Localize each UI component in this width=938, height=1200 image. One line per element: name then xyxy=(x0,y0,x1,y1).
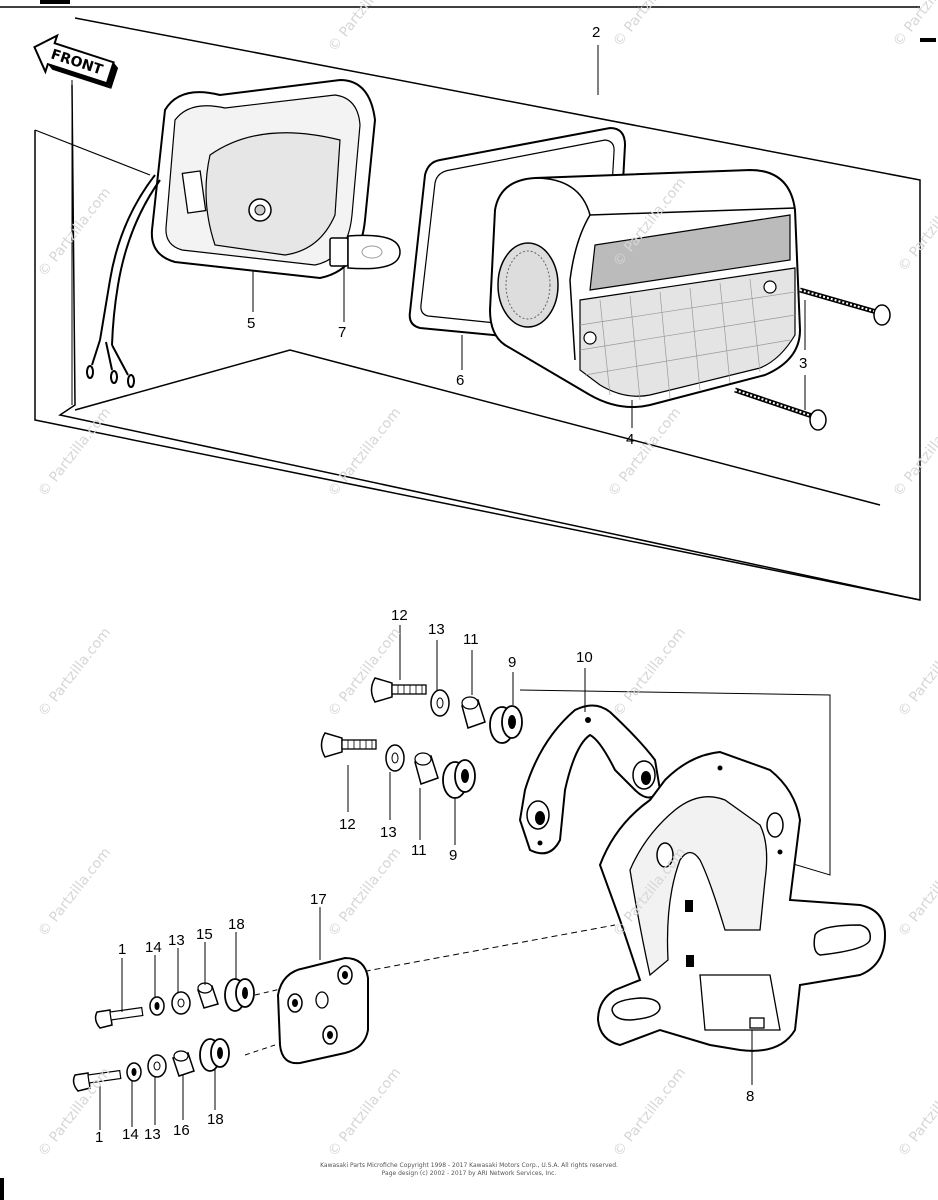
callout-12-lower: 12 xyxy=(339,816,356,833)
washer-14-lower xyxy=(126,1062,142,1082)
callout-9-upper: 9 xyxy=(508,654,517,671)
callout-16: 16 xyxy=(173,1122,190,1139)
bolt-1-lower xyxy=(72,1069,122,1092)
leader-lines-lower xyxy=(99,625,753,1130)
grommet-9-upper xyxy=(489,705,523,744)
washer-13d xyxy=(147,1054,167,1078)
grommet-18-lower xyxy=(199,1038,230,1072)
bolt-1-upper xyxy=(94,1006,144,1029)
edge-mark-left xyxy=(0,1178,4,1200)
front-arrow-icon xyxy=(33,33,119,89)
callout-7: 7 xyxy=(338,324,347,341)
grommet-18-upper xyxy=(224,978,255,1012)
callout-11-upper: 11 xyxy=(463,631,479,648)
callout-4: 4 xyxy=(626,431,635,448)
bolt-12-upper xyxy=(370,677,427,703)
washer-13-lower xyxy=(385,744,405,772)
bulb xyxy=(329,234,401,270)
edge-mark xyxy=(920,38,936,42)
license-bracket xyxy=(596,750,887,1052)
callout-13-upper: 13 xyxy=(428,621,445,638)
lamp-base-housing xyxy=(150,78,377,280)
callout-2: 2 xyxy=(592,24,601,41)
collar-11-upper xyxy=(461,696,486,729)
callout-13-c: 13 xyxy=(168,932,185,949)
assembly-frame-mid xyxy=(74,349,881,506)
washer-13-upper xyxy=(430,689,450,717)
grommet-9-lower xyxy=(442,759,476,799)
callout-15: 15 xyxy=(196,926,213,943)
collar-11-lower xyxy=(414,752,439,785)
callout-1-upper: 1 xyxy=(118,941,127,958)
assembly-frame-lower-line xyxy=(34,130,921,601)
assembly-frame-upper xyxy=(58,17,921,601)
callout-3: 3 xyxy=(799,355,808,372)
lamp-wires xyxy=(86,174,161,388)
callout-13-d: 13 xyxy=(144,1126,161,1143)
callout-9-lower: 9 xyxy=(449,847,458,864)
lens-screw-upper xyxy=(799,287,891,326)
footer-page-design: Page design (c) 2002 - 2017 by ARI Netwo… xyxy=(381,1170,557,1177)
callout-14-upper: 14 xyxy=(145,939,162,956)
collar-15 xyxy=(197,982,219,1009)
callout-14-lower: 14 xyxy=(122,1126,139,1143)
callout-1-lower: 1 xyxy=(95,1129,104,1146)
reflector-plate xyxy=(276,956,369,1065)
callout-10: 10 xyxy=(576,649,593,666)
corner-mark xyxy=(40,0,70,4)
assembly-frame-diag xyxy=(34,129,151,176)
lens-screw-lower xyxy=(734,387,827,431)
tail-lens xyxy=(488,168,802,408)
callout-18-lower: 18 xyxy=(207,1111,224,1128)
callout-8: 8 xyxy=(746,1088,755,1105)
callout-18-upper: 18 xyxy=(228,916,245,933)
washer-13c xyxy=(171,991,191,1015)
leader-lines-upper xyxy=(252,45,806,428)
callout-11-lower: 11 xyxy=(411,842,427,859)
callout-13-lower: 13 xyxy=(380,824,397,841)
bolt-12-lower xyxy=(320,732,377,758)
callout-12-upper: 12 xyxy=(391,607,408,624)
footer-copyright: Kawasaki Parts Microfiche Copyright 1998… xyxy=(320,1162,618,1169)
collar-16 xyxy=(172,1050,195,1077)
washer-14-upper xyxy=(149,996,165,1016)
callout-17: 17 xyxy=(310,891,327,908)
callout-6: 6 xyxy=(456,372,465,389)
callout-5: 5 xyxy=(247,315,256,332)
